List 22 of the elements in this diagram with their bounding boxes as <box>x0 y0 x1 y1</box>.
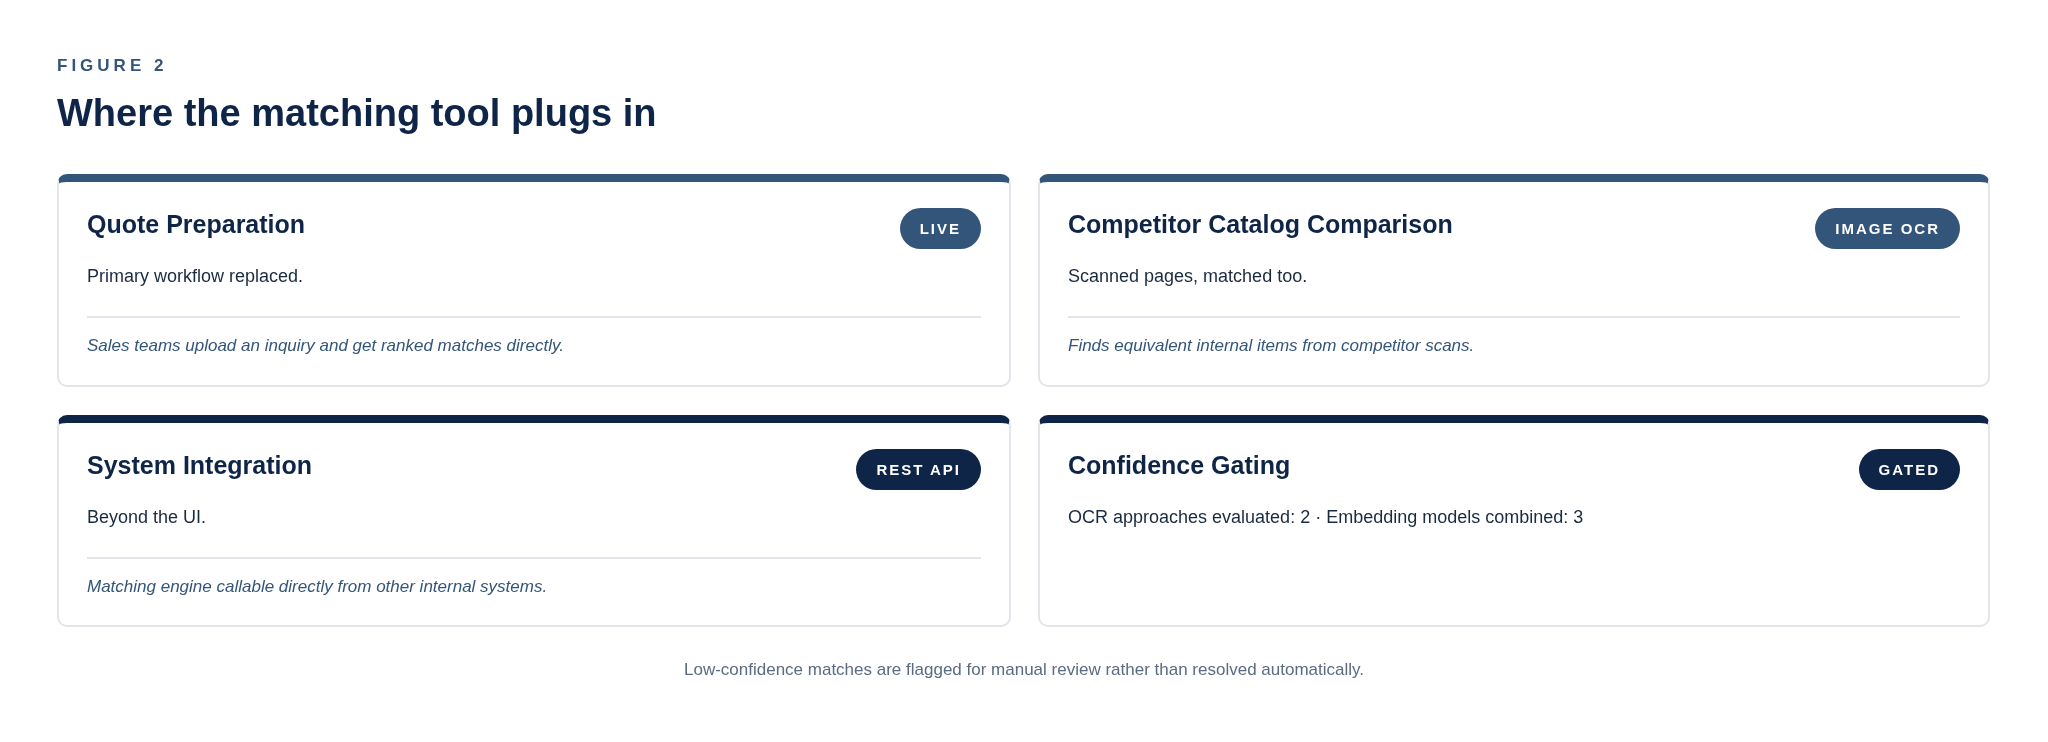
card-note: Finds equivalent internal items from competitor scans. <box>1068 336 1475 356</box>
card <box>1038 415 1990 627</box>
card-heading: Quote Preparation <box>87 210 306 239</box>
diagram-title: Where the matching tool plugs in <box>57 92 657 135</box>
card-subtitle: Beyond the UI. <box>87 507 207 528</box>
card-subtitle: OCR approaches evaluated: 2 · Embedding models combined: 3 <box>1068 507 1584 528</box>
card <box>57 174 1011 387</box>
status-badge: IMAGE OCR <box>1815 208 1960 249</box>
card <box>57 415 1011 627</box>
card-note: Sales teams upload an inquiry and get ranked matches directly. <box>87 336 564 356</box>
card-heading: System Integration <box>87 451 313 480</box>
card-subtitle: Scanned pages, matched too. <box>1068 266 1308 287</box>
status-badge: LIVE <box>899 208 981 249</box>
card-heading: Competitor Catalog Comparison <box>1068 210 1453 239</box>
card-heading: Confidence Gating <box>1068 451 1291 480</box>
status-badge: GATED <box>1858 449 1960 490</box>
card-note: Matching engine callable directly from other internal systems. <box>87 577 548 597</box>
status-badge: REST API <box>856 449 981 490</box>
card-subtitle: Primary workflow replaced. <box>87 266 304 287</box>
card <box>1038 174 1990 387</box>
figure-label: FIGURE 2 <box>57 56 168 76</box>
caption: Low-confidence matches are flagged for manual review rather than resolved automatically. <box>682 660 1365 680</box>
